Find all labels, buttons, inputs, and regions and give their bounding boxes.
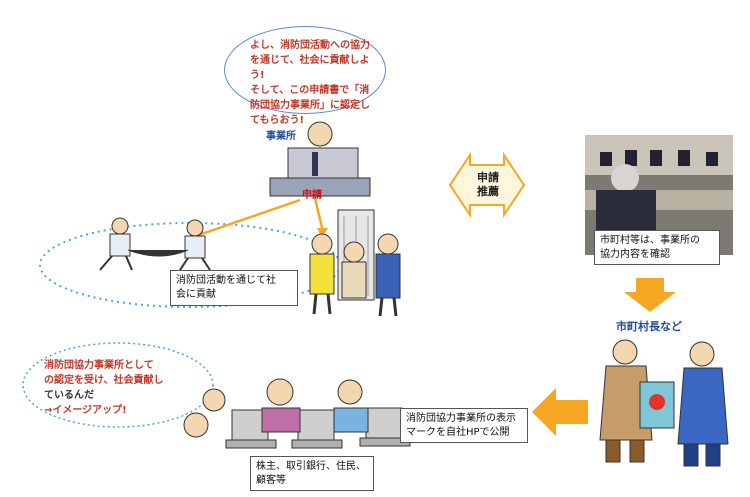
bottom-speech-line: 消防団協力事業所として <box>44 358 194 373</box>
building-and-people-illustration <box>310 210 400 316</box>
application-arrows <box>186 198 328 242</box>
center-arrow-line2: 推薦 <box>472 185 504 199</box>
top-speech-line: てもらおう! <box>250 113 380 128</box>
down-arrow <box>624 278 676 312</box>
contribution-line: 消防団活動を通じて社 <box>176 274 292 288</box>
municipality-check-line: 協力内容を確認 <box>600 248 714 262</box>
bottom-speech-line: →イメージアップ! <box>44 403 194 418</box>
bottom-speech-line: ているんだ <box>44 388 194 403</box>
computer-users-illustration <box>184 379 410 448</box>
bottom-speech-line: の認定を受け、社会貢献し <box>44 373 194 388</box>
top-speech-line: を通じて、社会に貢献しよう! <box>250 53 380 83</box>
top-speech-line: そして、この申請書で「消 <box>250 83 380 98</box>
top-speech-text: よし、消防団活動への協力 を通じて、社会に貢献しよう! そして、この申請書で「消… <box>250 38 380 128</box>
center-arrow-text: 申請 推薦 <box>472 171 504 199</box>
handshake-illustration <box>600 340 728 466</box>
stakeholders-line: 株主、取引銀行、住民、 <box>256 460 368 474</box>
center-arrow-line1: 申請 <box>472 171 504 185</box>
application-label: 申請 <box>302 186 322 201</box>
municipality-head-label: 市町村長など <box>616 318 682 334</box>
top-speech-line: よし、消防団活動への協力 <box>250 38 380 53</box>
top-speech-line: 防団協力事業所」に認定し <box>250 98 380 113</box>
stakeholders-line: 顧客等 <box>256 474 368 488</box>
publish-mark-line: 消防団協力事業所の表示 <box>406 412 522 426</box>
contribution-line: 会に貢献 <box>176 288 292 302</box>
publish-mark-line: マークを自社HPで公開 <box>406 426 522 440</box>
municipality-check-line: 市町村等は、事業所の <box>600 234 714 248</box>
business-label: 事業所 <box>266 127 296 142</box>
firefighters-illustration <box>100 218 210 270</box>
bottom-speech-text: 消防団協力事業所として の認定を受け、社会貢献し ているんだ →イメージアップ! <box>44 358 194 418</box>
municipality-check-box: 市町村等は、事業所の 協力内容を確認 <box>594 230 720 265</box>
left-arrow <box>532 388 588 436</box>
contribution-box: 消防団活動を通じて社 会に貢献 <box>170 270 298 306</box>
publish-mark-box: 消防団協力事業所の表示 マークを自社HPで公開 <box>400 408 528 443</box>
stakeholders-box: 株主、取引銀行、住民、 顧客等 <box>250 456 374 491</box>
